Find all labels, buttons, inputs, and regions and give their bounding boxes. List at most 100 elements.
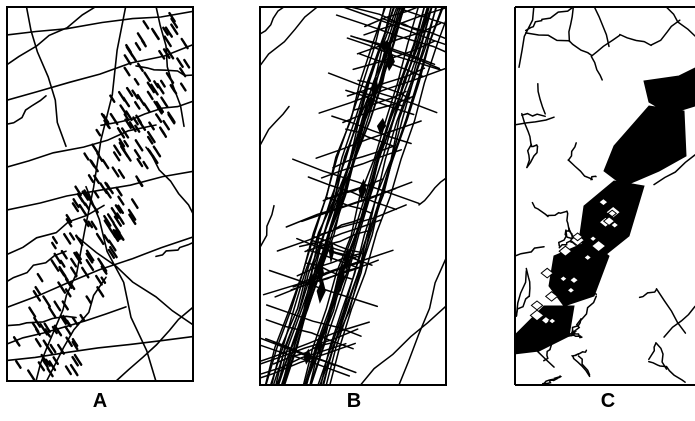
- en-echelon-tick: [85, 249, 95, 262]
- cross-fracture: [390, 6, 447, 26]
- en-echelon-tick: [128, 121, 137, 133]
- en-echelon-tick: [36, 272, 44, 283]
- en-echelon-tick: [51, 325, 58, 335]
- en-echelon-tick: [57, 343, 65, 355]
- cross-fracture: [327, 72, 438, 114]
- cross-fracture: [355, 37, 436, 66]
- fracture-line: [259, 6, 285, 36]
- en-echelon-tick: [51, 241, 57, 250]
- en-echelon-tick: [135, 114, 143, 124]
- fracture-line: [259, 105, 290, 149]
- fracture-line: [100, 100, 194, 127]
- cross-fracture: [259, 321, 370, 363]
- en-echelon-tick: [113, 144, 122, 157]
- breccia-clast: [572, 232, 584, 242]
- en-echelon-tick: [162, 26, 169, 36]
- panel-a-label: A: [92, 390, 108, 412]
- breccia-clast: [559, 275, 568, 283]
- shear-fracture: [304, 6, 426, 386]
- en-echelon-tick: [80, 266, 90, 279]
- en-echelon-tick: [100, 276, 107, 284]
- en-echelon-tick: [178, 67, 187, 78]
- breccia-clast: [529, 309, 545, 322]
- en-echelon-tick: [132, 116, 139, 126]
- fracture-line: [6, 6, 97, 67]
- shear-fracture: [264, 6, 386, 386]
- en-echelon-tick: [49, 343, 57, 354]
- network-fracture: [537, 82, 546, 115]
- breccia-clast: [610, 221, 620, 229]
- vein-lens: [367, 95, 374, 107]
- shear-fracture: [325, 6, 438, 386]
- en-echelon-tick: [133, 149, 142, 160]
- network-fracture: [530, 143, 539, 148]
- fracture-line: [358, 304, 447, 386]
- en-echelon-tick: [176, 57, 184, 68]
- en-echelon-tick: [72, 198, 80, 209]
- en-echelon-tick: [75, 251, 82, 261]
- en-echelon-tick: [136, 62, 144, 73]
- breccia-clast: [569, 276, 580, 285]
- en-echelon-tick: [143, 71, 152, 83]
- en-echelon-tick: [44, 342, 54, 355]
- en-echelon-tick: [100, 265, 108, 275]
- en-echelon-tick: [71, 338, 79, 347]
- breccia-clast: [547, 317, 557, 325]
- en-echelon-tick: [65, 213, 73, 224]
- network-fracture: [568, 40, 593, 56]
- en-echelon-tick: [97, 257, 104, 266]
- en-echelon-tick: [103, 234, 110, 244]
- cross-fracture: [320, 149, 402, 179]
- network-fracture: [531, 201, 549, 218]
- en-echelon-tick: [160, 96, 169, 109]
- vein-lens: [385, 52, 395, 72]
- en-echelon-tick: [44, 328, 51, 338]
- en-echelon-tick: [69, 266, 78, 278]
- en-echelon-tick: [102, 113, 110, 124]
- network-fracture: [570, 330, 578, 337]
- fracture-line: [6, 124, 157, 169]
- network-fracture: [541, 6, 575, 21]
- en-echelon-tick: [164, 26, 174, 38]
- en-echelon-tick: [107, 248, 116, 259]
- network-fracture: [567, 159, 593, 180]
- en-echelon-tick: [95, 232, 105, 246]
- en-echelon-tick: [74, 234, 84, 247]
- en-echelon-tick: [146, 90, 154, 101]
- en-echelon-tick: [136, 178, 144, 188]
- en-echelon-tick: [150, 27, 160, 41]
- cross-fracture: [265, 337, 343, 368]
- cross-fracture: [259, 343, 351, 377]
- en-echelon-tick: [118, 138, 126, 148]
- cross-fracture: [304, 229, 372, 253]
- vein-lens: [358, 178, 367, 202]
- breccia-infill: [548, 240, 610, 307]
- cross-fracture: [342, 95, 414, 124]
- en-echelon-tick: [59, 259, 66, 268]
- en-echelon-tick: [170, 85, 178, 95]
- en-echelon-tick: [60, 249, 68, 260]
- vein-lens: [338, 262, 345, 293]
- network-fracture: [568, 6, 575, 43]
- en-echelon-tick: [123, 54, 132, 66]
- en-echelon-tick: [134, 139, 144, 152]
- en-echelon-tick: [156, 106, 163, 115]
- network-fracture: [590, 55, 603, 81]
- en-echelon-tick: [51, 235, 58, 245]
- network-fracture: [577, 349, 588, 355]
- fracture-line: [6, 170, 194, 211]
- en-echelon-tick: [158, 126, 166, 136]
- en-echelon-tick: [47, 306, 57, 319]
- en-echelon-tick: [83, 152, 90, 161]
- en-echelon-tick: [163, 35, 172, 48]
- en-echelon-tick: [134, 42, 142, 51]
- shear-fracture: [328, 15, 447, 386]
- en-echelon-tick: [117, 195, 125, 206]
- en-echelon-tick: [34, 286, 42, 295]
- en-echelon-tick: [133, 100, 141, 110]
- cross-fracture: [259, 342, 347, 376]
- en-echelon-tick: [155, 100, 165, 114]
- en-echelon-tick: [109, 112, 119, 126]
- en-echelon-tick: [71, 340, 79, 351]
- en-echelon-tick: [146, 130, 156, 144]
